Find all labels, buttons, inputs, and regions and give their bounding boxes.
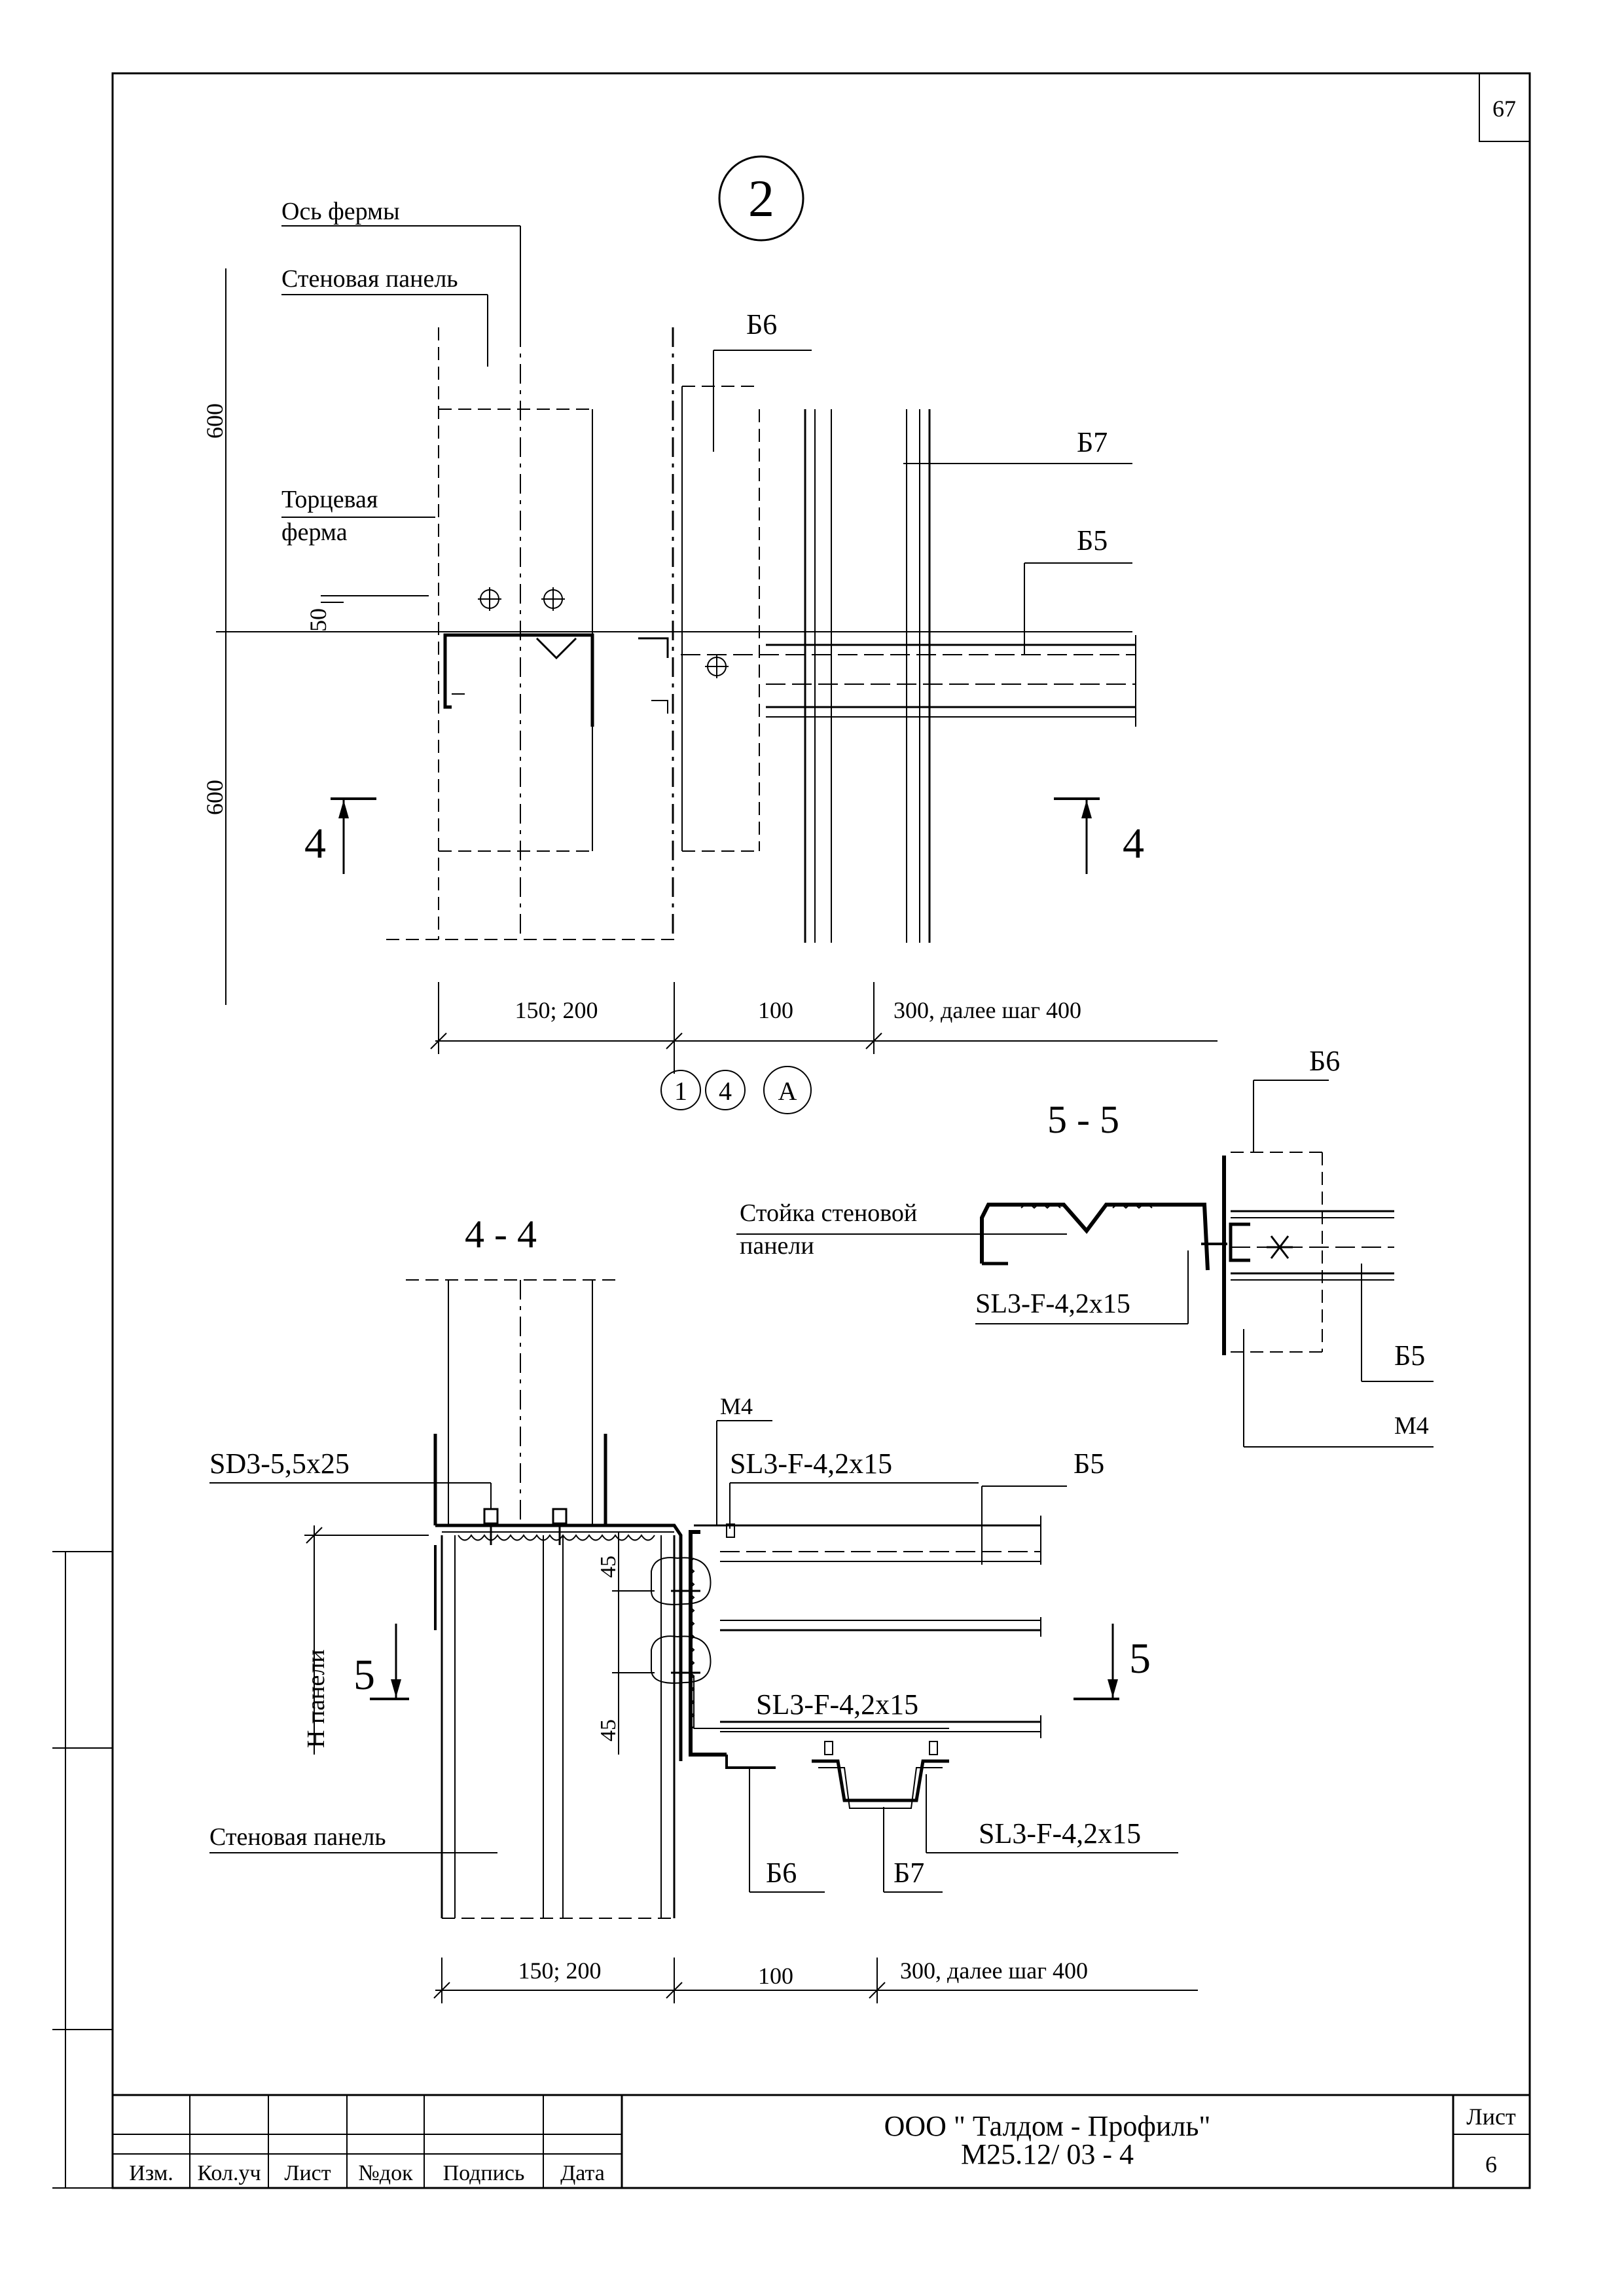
dim-150-200-44: 150; 200 [518,1958,601,1984]
axis-4: 4 [719,1076,732,1106]
tb-col-data: Дата [560,2161,605,2185]
page-number: 67 [1492,96,1516,122]
label-sd3: SD3-5,5x25 [209,1448,350,1480]
tb-sheet-label: Лист [1466,2104,1516,2130]
dim-45-top: 45 [596,1556,621,1578]
section-mark-5-left: 5 [353,1651,375,1699]
axis-1: 1 [674,1076,687,1106]
label-end-truss-2: ферма [281,519,348,546]
label-b5-55: Б5 [1394,1339,1425,1372]
label-m4-44: М4 [720,1393,753,1419]
section-5-5-title: 5 - 5 [1047,1098,1119,1141]
tb-col-izm: Изм. [129,2161,173,2185]
label-b7-plan: Б7 [1077,426,1108,458]
tb-col-podpis: Подпись [443,2161,525,2185]
section-mark-4-right: 4 [1123,820,1144,867]
tb-col-ndok: №док [358,2161,413,2185]
dim-100-44: 100 [758,1963,793,1989]
section-4-4-title: 4 - 4 [465,1212,537,1256]
plan-view [216,268,1136,1005]
tb-company: ООО " Талдом - Профиль" [884,2110,1211,2142]
section-4-4-drawing [209,1279,1178,1919]
section-mark-5-right: 5 [1129,1635,1151,1683]
section-4-markers [331,797,1100,874]
sheet-frame [52,72,1531,2189]
axis-a: А [778,1076,797,1106]
section-5-5-drawing [736,1080,1434,1448]
label-b5-44: Б5 [1074,1448,1104,1480]
label-wall-panel: Стеновая панель [281,265,458,293]
label-sl3-top: SL3-F-4,2x15 [730,1448,892,1480]
tb-doc-code: М25.12/ 03 - 4 [961,2138,1134,2170]
label-post-1: Стойка стеновой [740,1199,917,1227]
label-screw-55: SL3-F-4,2x15 [975,1289,1130,1319]
dim-100-plan: 100 [758,997,793,1023]
dim-50: 50 [305,608,331,632]
label-b6-44: Б6 [766,1857,797,1889]
detail-marker [718,155,804,242]
dim-150-200-plan: 150; 200 [514,997,598,1023]
label-b6-55: Б6 [1309,1045,1340,1077]
tb-sheet-number: 6 [1485,2151,1497,2178]
dim-600-bottom: 600 [202,780,228,815]
label-post-2: панели [740,1232,814,1260]
detail-marker-number: 2 [748,170,774,228]
label-m4-55: М4 [1394,1412,1429,1440]
label-h-panel: Н панели [302,1649,330,1748]
label-truss-axis: Ось фермы [281,198,400,225]
tb-col-list: Лист [284,2161,331,2185]
dim-600-top: 600 [202,403,228,439]
label-end-truss-1: Торцевая [281,486,378,513]
label-sl3-mid: SL3-F-4,2x15 [756,1688,918,1721]
plan-dim-chain [430,982,1218,1074]
plan-leaders [281,225,1132,655]
label-b7-44: Б7 [893,1857,924,1889]
section-mark-4-left: 4 [304,820,326,867]
section-4-4-dim-chain [433,1958,1198,2003]
label-sl3-bottom: SL3-F-4,2x15 [979,1817,1141,1850]
title-block [113,2094,1530,2188]
tb-col-koluch: Кол.уч [197,2161,261,2185]
axis-bubbles [660,1066,812,1114]
dim-300-44: 300, далее шаг 400 [900,1958,1088,1984]
dim-45-bottom: 45 [596,1719,621,1741]
label-wall-panel-44: Стеновая панель [209,1823,386,1851]
label-b6-plan: Б6 [746,308,777,340]
label-b5-plan: Б5 [1077,524,1108,556]
dim-300-plan: 300, далее шаг 400 [893,997,1081,1023]
